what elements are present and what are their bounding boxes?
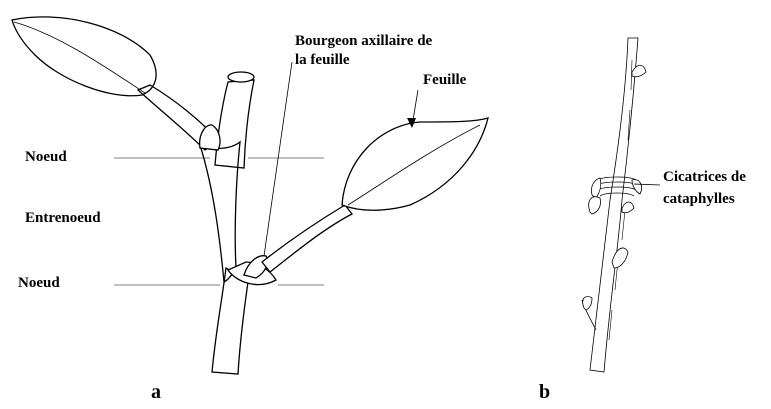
bud-cluster-right bbox=[622, 202, 634, 213]
bud-label-line2: la feuille bbox=[295, 52, 350, 68]
upper-axillary-bud bbox=[200, 125, 220, 150]
bud-cluster-left bbox=[589, 197, 601, 214]
node-bottom-label: Noeud bbox=[18, 275, 60, 291]
panel-b: Cicatrices de cataphylles b bbox=[539, 38, 746, 403]
panel-b-letter: b bbox=[539, 381, 550, 403]
internode-label: Entrenoeud bbox=[25, 210, 101, 226]
leaf-label: Feuille bbox=[423, 72, 467, 88]
bud-pointer bbox=[264, 62, 292, 256]
panel-a-letter: a bbox=[151, 381, 161, 403]
scars-label-line1: Cicatrices de bbox=[663, 169, 746, 185]
cut-stem-end bbox=[228, 72, 254, 82]
node-top-label: Noeud bbox=[25, 149, 67, 165]
scars-label-line2: cataphylles bbox=[663, 191, 735, 207]
right-leaf-petiole bbox=[262, 205, 352, 272]
upper-leaf-midrib bbox=[14, 22, 145, 93]
bud-lower bbox=[583, 296, 592, 310]
stem-lower bbox=[212, 268, 248, 374]
bud-label-line1: Bourgeon axillaire de bbox=[295, 33, 433, 49]
panel-a: Bourgeon axillaire de la feuille Feuille… bbox=[12, 17, 488, 403]
stem-upper-branch bbox=[215, 80, 254, 168]
